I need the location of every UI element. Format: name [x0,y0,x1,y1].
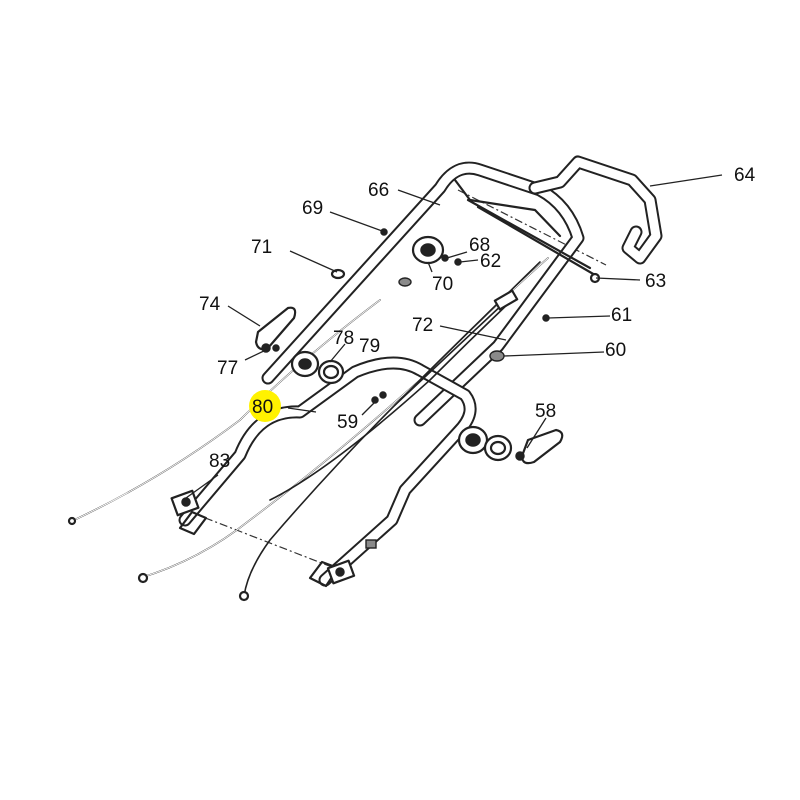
leader-lines [185,174,723,499]
callout-66: 66 [368,180,389,201]
cross-bar-64 [528,155,663,265]
control-rods [466,198,597,277]
callout-80: 80 [252,397,273,418]
callout-71: 71 [251,237,272,258]
callout-58: 58 [535,401,556,422]
callout-62: 62 [480,251,501,272]
callout-59: 59 [337,412,358,433]
callout-63: 63 [645,271,666,292]
callout-64: 64 [734,165,756,186]
callout-77: 77 [217,358,238,379]
callout-72: 72 [412,315,433,336]
highlight-marker [249,390,281,422]
callout-69: 69 [302,198,323,219]
lower-handle [178,356,477,588]
callout-70: 70 [432,274,453,295]
callout-68: 68 [469,235,490,256]
cables [67,257,549,602]
hardware [170,228,601,585]
callouts: 64 66 69 68 62 71 70 63 74 72 61 78 79 6… [199,165,756,472]
callout-74: 74 [199,294,221,315]
callout-78: 78 [333,328,354,349]
callout-60: 60 [605,340,626,361]
callout-83: 83 [209,451,230,472]
callout-61: 61 [611,305,632,326]
callout-79: 79 [359,336,380,357]
